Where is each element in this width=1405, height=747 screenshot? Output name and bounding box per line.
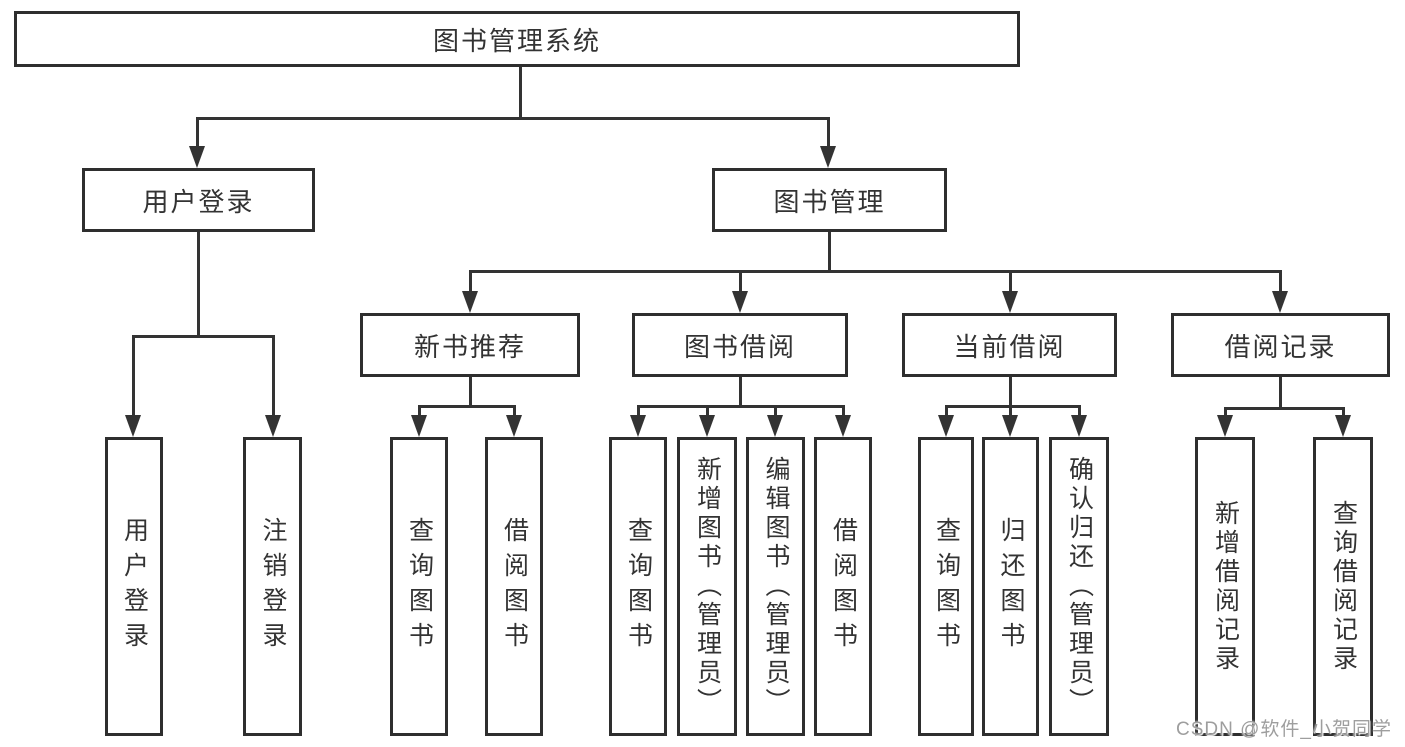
node-new-book-rec: 新书推荐 [360,313,580,377]
node-bb-borrow-books: 借阅图书 [814,437,872,736]
node-user-login-branch-label: 用户登录 [142,186,255,217]
arrowhead-bb-edit [767,415,783,437]
arrowhead-cb-return [1002,415,1018,437]
connector-book-mgmt-stem [828,232,831,270]
connector-drop-user-login [196,117,199,147]
connector-borrow-records-stem [1279,377,1282,407]
connector-current-borrow-bar [945,405,1081,408]
node-bb-edit-books-label: 编辑图书（管理员） [762,456,790,717]
connector-drop-bb-borrow [842,405,845,415]
arrowhead-user-login [189,146,205,168]
node-root-label: 图书管理系统 [432,25,601,56]
node-logout-leaf: 注销登录 [243,437,302,736]
arrowhead-new-book-rec [462,291,478,313]
node-nb-borrow-books-label: 借阅图书 [500,516,529,657]
node-bb-add-books: 新增图书（管理员） [677,437,737,736]
arrowhead-cb-confirm [1071,415,1087,437]
arrowhead-br-query [1335,415,1351,437]
connector-book-mgmt-bar [469,270,1282,273]
node-new-book-rec-label: 新书推荐 [413,331,526,362]
connector-book-borrow-stem [739,377,742,405]
node-cb-query-books: 查询图书 [918,437,974,736]
connector-drop-cb-query [945,405,948,415]
node-nb-query-books-label: 查询图书 [405,516,434,657]
node-nb-borrow-books: 借阅图书 [485,437,543,736]
connector-drop-current-borrow [1009,270,1012,291]
node-bb-add-books-label: 新增图书（管理员） [693,456,722,717]
arrowhead-book-borrow [732,291,748,313]
connector-new-book-rec-bar [418,405,516,408]
arrowhead-borrow-records [1272,291,1288,313]
arrowhead-br-add [1217,415,1233,437]
node-cb-return-books: 归还图书 [982,437,1039,736]
node-root: 图书管理系统 [14,11,1020,67]
node-br-add-record-label: 新增借阅记录 [1211,499,1240,674]
node-bb-query-books: 查询图书 [609,437,667,736]
node-cb-return-books-label: 归还图书 [997,516,1025,657]
arrowhead-bb-borrow [835,415,851,437]
node-book-borrow-label: 图书借阅 [683,331,796,362]
connector-root-stem [519,67,522,117]
connector-drop-br-add [1224,407,1227,415]
connector-drop-book-borrow [739,270,742,291]
connector-book-borrow-bar [637,405,845,408]
node-borrow-records-label: 借阅记录 [1224,331,1337,362]
connector-user-login-bar [132,335,275,338]
connector-drop-cb-return [1009,405,1012,415]
node-current-borrow: 当前借阅 [902,313,1117,377]
node-bb-edit-books: 编辑图书（管理员） [746,437,805,736]
arrowhead-bb-add [699,415,715,437]
connector-drop-book-mgmt [827,117,830,147]
node-current-borrow-label: 当前借阅 [953,331,1066,362]
node-br-query-record-label: 查询借阅记录 [1329,499,1358,674]
connector-drop-br-query [1342,407,1345,415]
connector-root-bar [196,117,830,120]
connector-drop-cb-confirm [1078,405,1081,415]
connector-current-borrow-stem [1009,377,1012,405]
connector-drop-nb-query [418,405,421,415]
connector-drop-borrow-records [1279,270,1282,291]
node-bb-borrow-books-label: 借阅图书 [829,516,858,657]
connector-drop-nb-borrow [513,405,516,415]
arrowhead-logout-leaf [265,415,281,437]
node-book-borrow: 图书借阅 [632,313,848,377]
arrowhead-book-mgmt [820,146,836,168]
node-book-mgmt-branch-label: 图书管理 [773,186,886,217]
connector-drop-user-login-leaf [132,335,135,415]
node-br-add-record: 新增借阅记录 [1195,437,1255,736]
node-br-query-record: 查询借阅记录 [1313,437,1373,736]
arrowhead-bb-query [630,415,646,437]
connector-user-login-stem [197,232,200,335]
node-cb-confirm-return: 确认归还（管理员） [1049,437,1109,736]
node-book-mgmt-branch: 图书管理 [712,168,947,232]
connector-drop-bb-add [706,405,709,415]
node-cb-query-books-label: 查询图书 [932,516,961,657]
node-cb-confirm-return-label: 确认归还（管理员） [1065,456,1094,717]
node-nb-query-books: 查询图书 [390,437,448,736]
node-bb-query-books-label: 查询图书 [624,516,653,657]
arrowhead-cb-query [938,415,954,437]
connector-drop-bb-query [637,405,640,415]
node-logout-leaf-label: 注销登录 [259,516,287,657]
arrowhead-nb-borrow [506,415,522,437]
node-user-login-branch: 用户登录 [82,168,315,232]
node-borrow-records: 借阅记录 [1171,313,1390,377]
arrowhead-user-login-leaf [125,415,141,437]
connector-borrow-records-bar [1224,407,1345,410]
node-user-login-leaf: 用户登录 [105,437,163,736]
connector-new-book-rec-stem [469,377,472,405]
connector-drop-logout-leaf [272,335,275,415]
connector-drop-new-book-rec [469,270,472,291]
arrowhead-current-borrow [1002,291,1018,313]
arrowhead-nb-query [411,415,427,437]
csdn-watermark: CSDN @软件_小贺同学 [1176,719,1392,740]
connector-drop-bb-edit [774,405,777,415]
node-user-login-leaf-label: 用户登录 [120,516,149,657]
